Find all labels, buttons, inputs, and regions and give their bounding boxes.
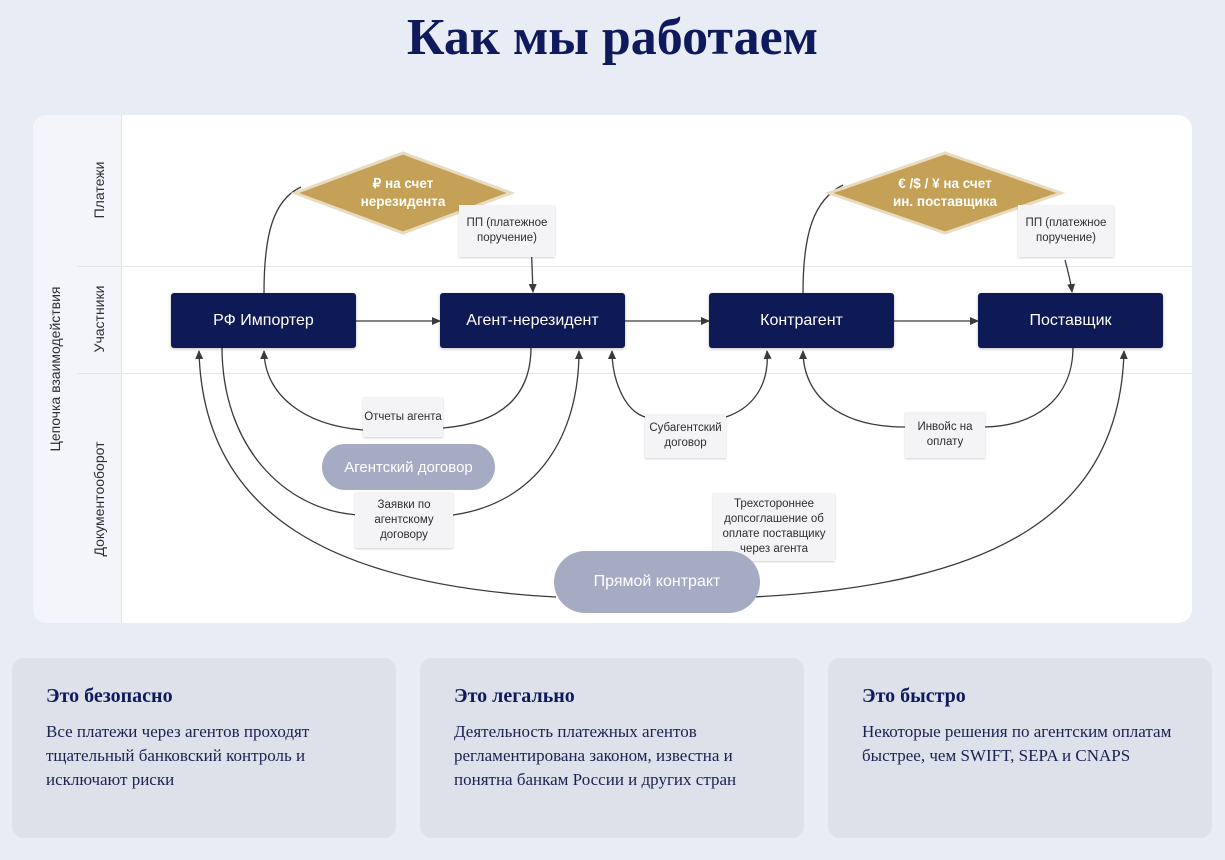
card-text: Деятельность платежных агентов регламент… [454, 722, 737, 789]
diamond-fx-label: € /$ / ¥ на счет ин. поставщика [892, 176, 998, 209]
row-divider [77, 266, 1192, 267]
arrow-subagent-to-counterparty [725, 350, 772, 418]
diamond-rub-payment [290, 151, 516, 235]
arrow-invoice-to-counterparty [799, 350, 906, 428]
node-agent-nonresident[interactable]: Агент-нерезидент [440, 293, 625, 348]
arrow-pp-right [1064, 259, 1076, 293]
diagram-connectors [195, 151, 1128, 598]
line-importer-requests [221, 346, 359, 516]
pill-agent-contract: Агентский договор [322, 444, 495, 490]
row-divider [77, 373, 1192, 374]
diamond-rub-label: ₽ на счет нерезидента [360, 176, 446, 209]
line-agent-reports [442, 346, 532, 429]
node-rf-importer[interactable]: РФ Импортер [171, 293, 356, 348]
pill-direct-contract: Прямой контракт [554, 551, 760, 613]
page-title: Как мы работаем [406, 9, 819, 66]
benefit-card-safe: Это безопасно Все платежи через агентов … [12, 658, 396, 838]
note-agent-reports: Отчеты агента [363, 397, 443, 437]
arrow-direct-to-importer [195, 350, 557, 598]
arrow-subagent-to-agent [608, 350, 646, 418]
card-title: Это безопасно [46, 685, 173, 707]
node-supplier[interactable]: Поставщик [978, 293, 1163, 348]
benefit-card-legal: Это легально Деятельность платежных аген… [420, 658, 804, 838]
node-counterparty[interactable]: Контрагент [709, 293, 894, 348]
card-title: Это быстро [862, 685, 966, 707]
card-text: Все платежи через агентов проходят тщате… [46, 722, 310, 789]
arrow-reports-to-importer [260, 350, 364, 431]
note-agent-requests: Заявки по агентскому договору [355, 492, 453, 548]
note-tripartite-agreement: Трехстороннее допсоглашение об оплате по… [713, 493, 835, 561]
line-importer-to-diamond [263, 186, 302, 294]
arrow-direct-to-supplier [752, 350, 1128, 598]
diamond-fx-payment [824, 151, 1066, 235]
line-counterparty-to-diamond [802, 184, 844, 294]
arrow-requests-to-agent [452, 350, 583, 516]
interaction-diagram: Цепочка взаимодействия Платежи Участники… [33, 115, 1192, 623]
note-pp-right: ПП (платежное поручение) [1018, 205, 1114, 257]
card-text: Некоторые решения по агентским оплатам б… [862, 722, 1172, 765]
note-pp-left: ПП (платежное поручение) [459, 205, 555, 257]
line-supplier-invoice [982, 346, 1074, 428]
card-title: Это легально [454, 685, 575, 707]
note-invoice: Инвойс на оплату [905, 412, 985, 458]
note-subagent-contract: Субагентский договор [645, 414, 726, 458]
row-label-column [77, 115, 122, 623]
benefit-card-fast: Это быстро Некоторые решения по агентски… [828, 658, 1212, 838]
